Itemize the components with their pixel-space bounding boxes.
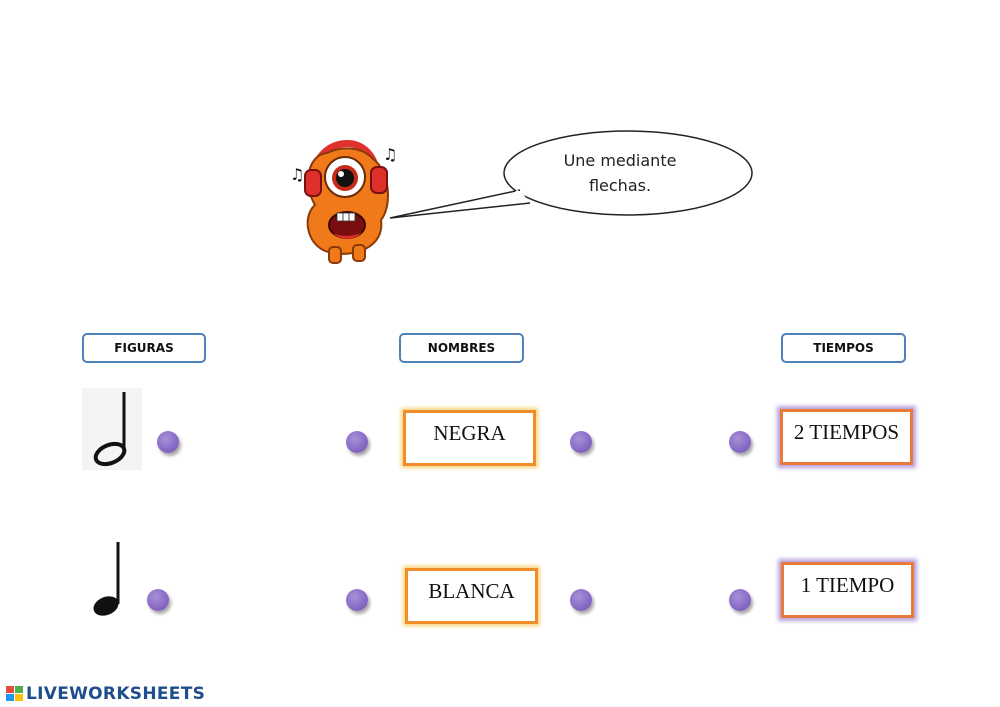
time-box-2: 1 TIEMPO bbox=[781, 562, 914, 618]
dot-figure-1[interactable] bbox=[157, 431, 179, 453]
dot-name-left-1[interactable] bbox=[346, 431, 368, 453]
svg-text:♫: ♫ bbox=[290, 165, 304, 184]
dot-time-2[interactable] bbox=[729, 589, 751, 611]
liveworksheets-logo: LIVEWORKSHEETS bbox=[6, 684, 205, 704]
dot-name-right-2[interactable] bbox=[570, 589, 592, 611]
speech-text: Une mediante flechas. bbox=[530, 148, 710, 198]
name-box-2: BLANCA bbox=[405, 568, 538, 624]
logo-icon bbox=[6, 686, 23, 701]
quarter-note-icon bbox=[93, 542, 120, 616]
half-note-icon bbox=[82, 388, 142, 470]
svg-text:♫: ♫ bbox=[383, 145, 397, 164]
dot-figure-2[interactable] bbox=[147, 589, 169, 611]
dot-name-right-1[interactable] bbox=[570, 431, 592, 453]
name-box-1: NEGRA bbox=[403, 410, 536, 466]
dot-time-1[interactable] bbox=[729, 431, 751, 453]
header-nombres: NOMBRES bbox=[399, 333, 524, 363]
speech-line-1: Une mediante bbox=[563, 151, 677, 170]
speech-bubble bbox=[389, 130, 753, 219]
header-tiempos: TIEMPOS bbox=[781, 333, 906, 363]
dot-name-left-2[interactable] bbox=[346, 589, 368, 611]
header-figuras: FIGURAS bbox=[82, 333, 206, 363]
speech-line-2: flechas. bbox=[588, 176, 652, 195]
time-box-1: 2 TIEMPOS bbox=[780, 409, 913, 465]
mascot-illustration: ♫ ♫ bbox=[290, 140, 397, 264]
logo-text: LIVEWORKSHEETS bbox=[26, 684, 206, 704]
